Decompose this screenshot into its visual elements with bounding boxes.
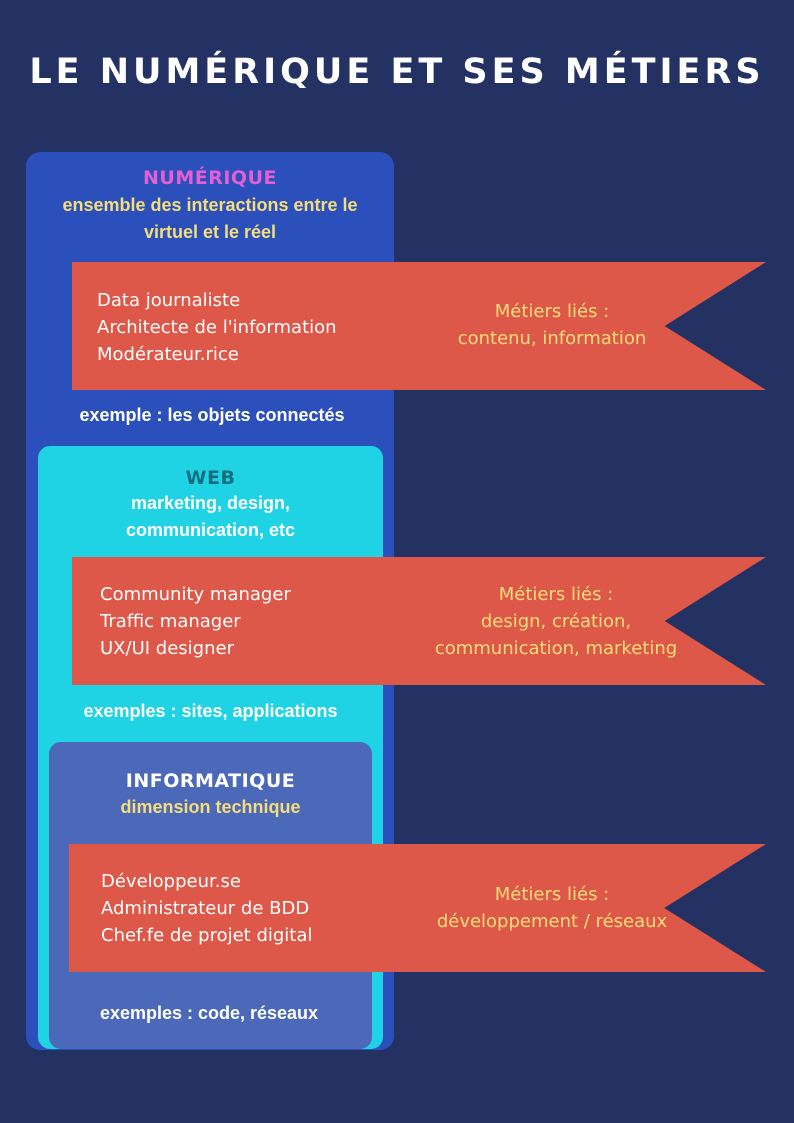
metiers-label: Métiers liés : [494, 301, 610, 322]
job-item: Traffic manager [100, 611, 241, 632]
informatique-description-line: dimension technique [120, 797, 301, 817]
numerique-description-line: ensemble des interactions entre le [62, 195, 358, 215]
numerique-metiers: Métiers liés : contenu, information [432, 298, 672, 352]
job-item: Chef.fe de projet digital [101, 925, 313, 946]
job-item: Administrateur de BDD [101, 898, 310, 919]
web-ribbon [72, 557, 766, 685]
numerique-description-line: virtuel et le réel [143, 222, 277, 242]
informatique-metiers: Métiers liés : développement / réseaux [417, 881, 687, 935]
numerique-example: exemple : les objets connectés [79, 405, 345, 425]
job-item: Data journaliste [97, 290, 241, 311]
job-item: UX/UI designer [100, 638, 234, 659]
metiers-fields: développement / réseaux [436, 911, 668, 932]
informatique-heading: INFORMATIQUE [125, 770, 296, 792]
informatique-jobs-list: Développeur.se Administrateur de BDD Che… [101, 868, 312, 949]
web-example: exemples : sites, applications [83, 701, 338, 721]
job-item: Développeur.se [101, 871, 241, 892]
web-heading: WEB [185, 467, 236, 489]
numerique-ribbon [72, 262, 766, 390]
job-item: Community manager [100, 584, 291, 605]
metiers-fields: contenu, information [457, 328, 647, 349]
numerique-jobs-list: Data journaliste Architecte de l'informa… [97, 287, 337, 368]
numerique-heading: NUMÉRIQUE [143, 167, 277, 189]
job-item: Modérateur.rice [97, 344, 239, 365]
web-description-line: marketing, design, [130, 493, 291, 513]
metiers-label: Métiers liés : [498, 584, 614, 605]
web-metiers: Métiers liés : design, création, communi… [410, 581, 702, 662]
job-item: Architecte de l'information [97, 317, 337, 338]
web-description-line: communication, etc [125, 520, 296, 540]
metiers-fields: communication, marketing [434, 638, 678, 659]
web-description: marketing, design, communication, etc [38, 490, 383, 544]
informatique-ribbon [69, 844, 766, 972]
web-jobs-list: Community manager Traffic manager UX/UI … [100, 581, 291, 662]
page-title: LE NUMÉRIQUE ET SES MÉTIERS [29, 52, 765, 92]
informatique-description: dimension technique [49, 794, 372, 821]
numerique-description: ensemble des interactions entre le virtu… [26, 192, 394, 246]
metiers-label: Métiers liés : [494, 884, 610, 905]
metiers-fields: design, création, [480, 611, 632, 632]
informatique-example: exemples : code, réseaux [99, 1003, 319, 1023]
